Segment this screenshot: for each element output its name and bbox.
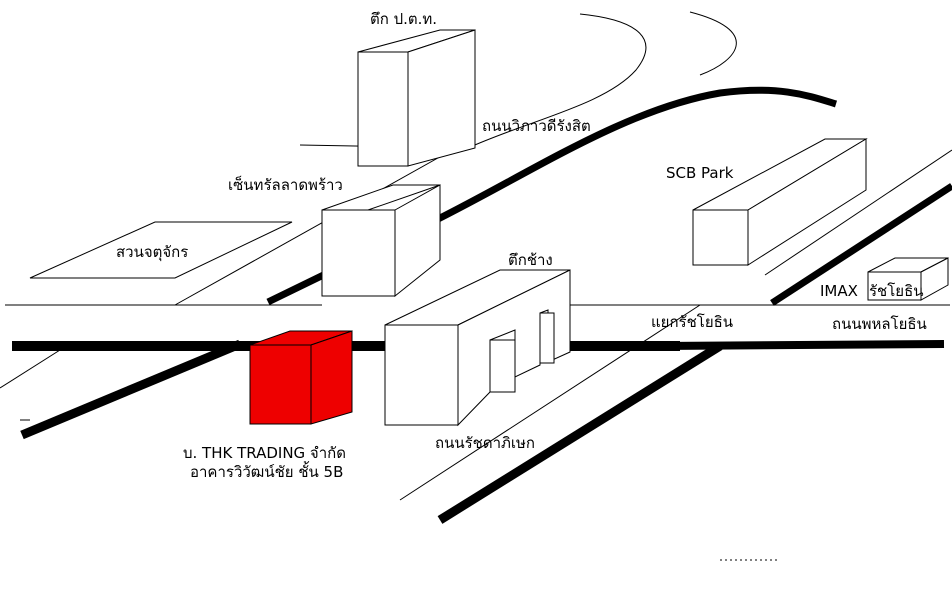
road-edge-left-diag <box>0 349 61 389</box>
road-edge-top-right-curve <box>689 11 737 76</box>
road-edge-right-diag <box>764 149 952 276</box>
label-ratchayothin-intersection: แยกรัชโยธิน <box>651 313 733 331</box>
scb-park-building <box>692 138 868 266</box>
ptt-building-side <box>407 29 476 167</box>
ptt-building <box>357 29 476 167</box>
label-scb-park: SCB Park <box>666 164 734 182</box>
label-ratchayothin-area: รัชโยธิน <box>869 282 924 300</box>
label-chatuchak-park: สวนจตุจักร <box>116 243 188 262</box>
label-ratchadaphisek-road: ถนนรัชดาภิเษก <box>435 434 535 452</box>
elephant-building <box>384 269 571 427</box>
label-phahonyothin-road: ถนนพหลโยธิน <box>832 315 927 333</box>
elephant-building-front <box>384 324 459 426</box>
destination-building <box>249 330 353 425</box>
road-vibhavadi-thick <box>266 86 838 306</box>
central-ladprao-front <box>321 209 396 297</box>
imax-building-front <box>867 271 922 301</box>
road-edge-top-curve <box>467 13 647 149</box>
label-ptt-building: ตึก ป.ต.ท. <box>370 10 437 28</box>
scb-park-front <box>692 209 749 266</box>
road-phahon-right-thick <box>659 340 945 350</box>
road-left-diag-thick <box>20 339 242 440</box>
label-vibhavadi-road: ถนนวิภาวดีรังสิต <box>482 117 591 135</box>
thin-road-lines <box>0 11 952 561</box>
road-edge-ratchada-lower <box>399 304 701 501</box>
elephant-building-leg-1 <box>489 339 516 393</box>
label-destination-floor: อาคารวิวัฒน์ชัย ชั้น 5B <box>190 461 343 481</box>
destination-building-front <box>249 344 312 425</box>
road-ratchada-thick <box>437 342 723 524</box>
label-central-ladprao: เซ็นทรัลลาดพร้าว <box>228 175 343 194</box>
label-imax: IMAX <box>820 282 858 300</box>
ptt-building-front <box>357 51 409 167</box>
map-labels: ตึก ป.ต.ท. ถนนวิภาวดีรังสิต เซ็นทรัลลาดพ… <box>116 10 927 481</box>
road-right-upper-thick <box>770 183 952 306</box>
elephant-building-leg-2 <box>539 312 555 364</box>
label-elephant-building: ตึกช้าง <box>508 251 553 269</box>
chatuchak-park-area <box>29 221 293 279</box>
destination-building-side <box>310 330 353 425</box>
central-ladprao-building <box>321 184 441 298</box>
label-destination-company: บ. THK TRADING จำกัด <box>183 444 346 462</box>
imax-building <box>867 257 949 301</box>
